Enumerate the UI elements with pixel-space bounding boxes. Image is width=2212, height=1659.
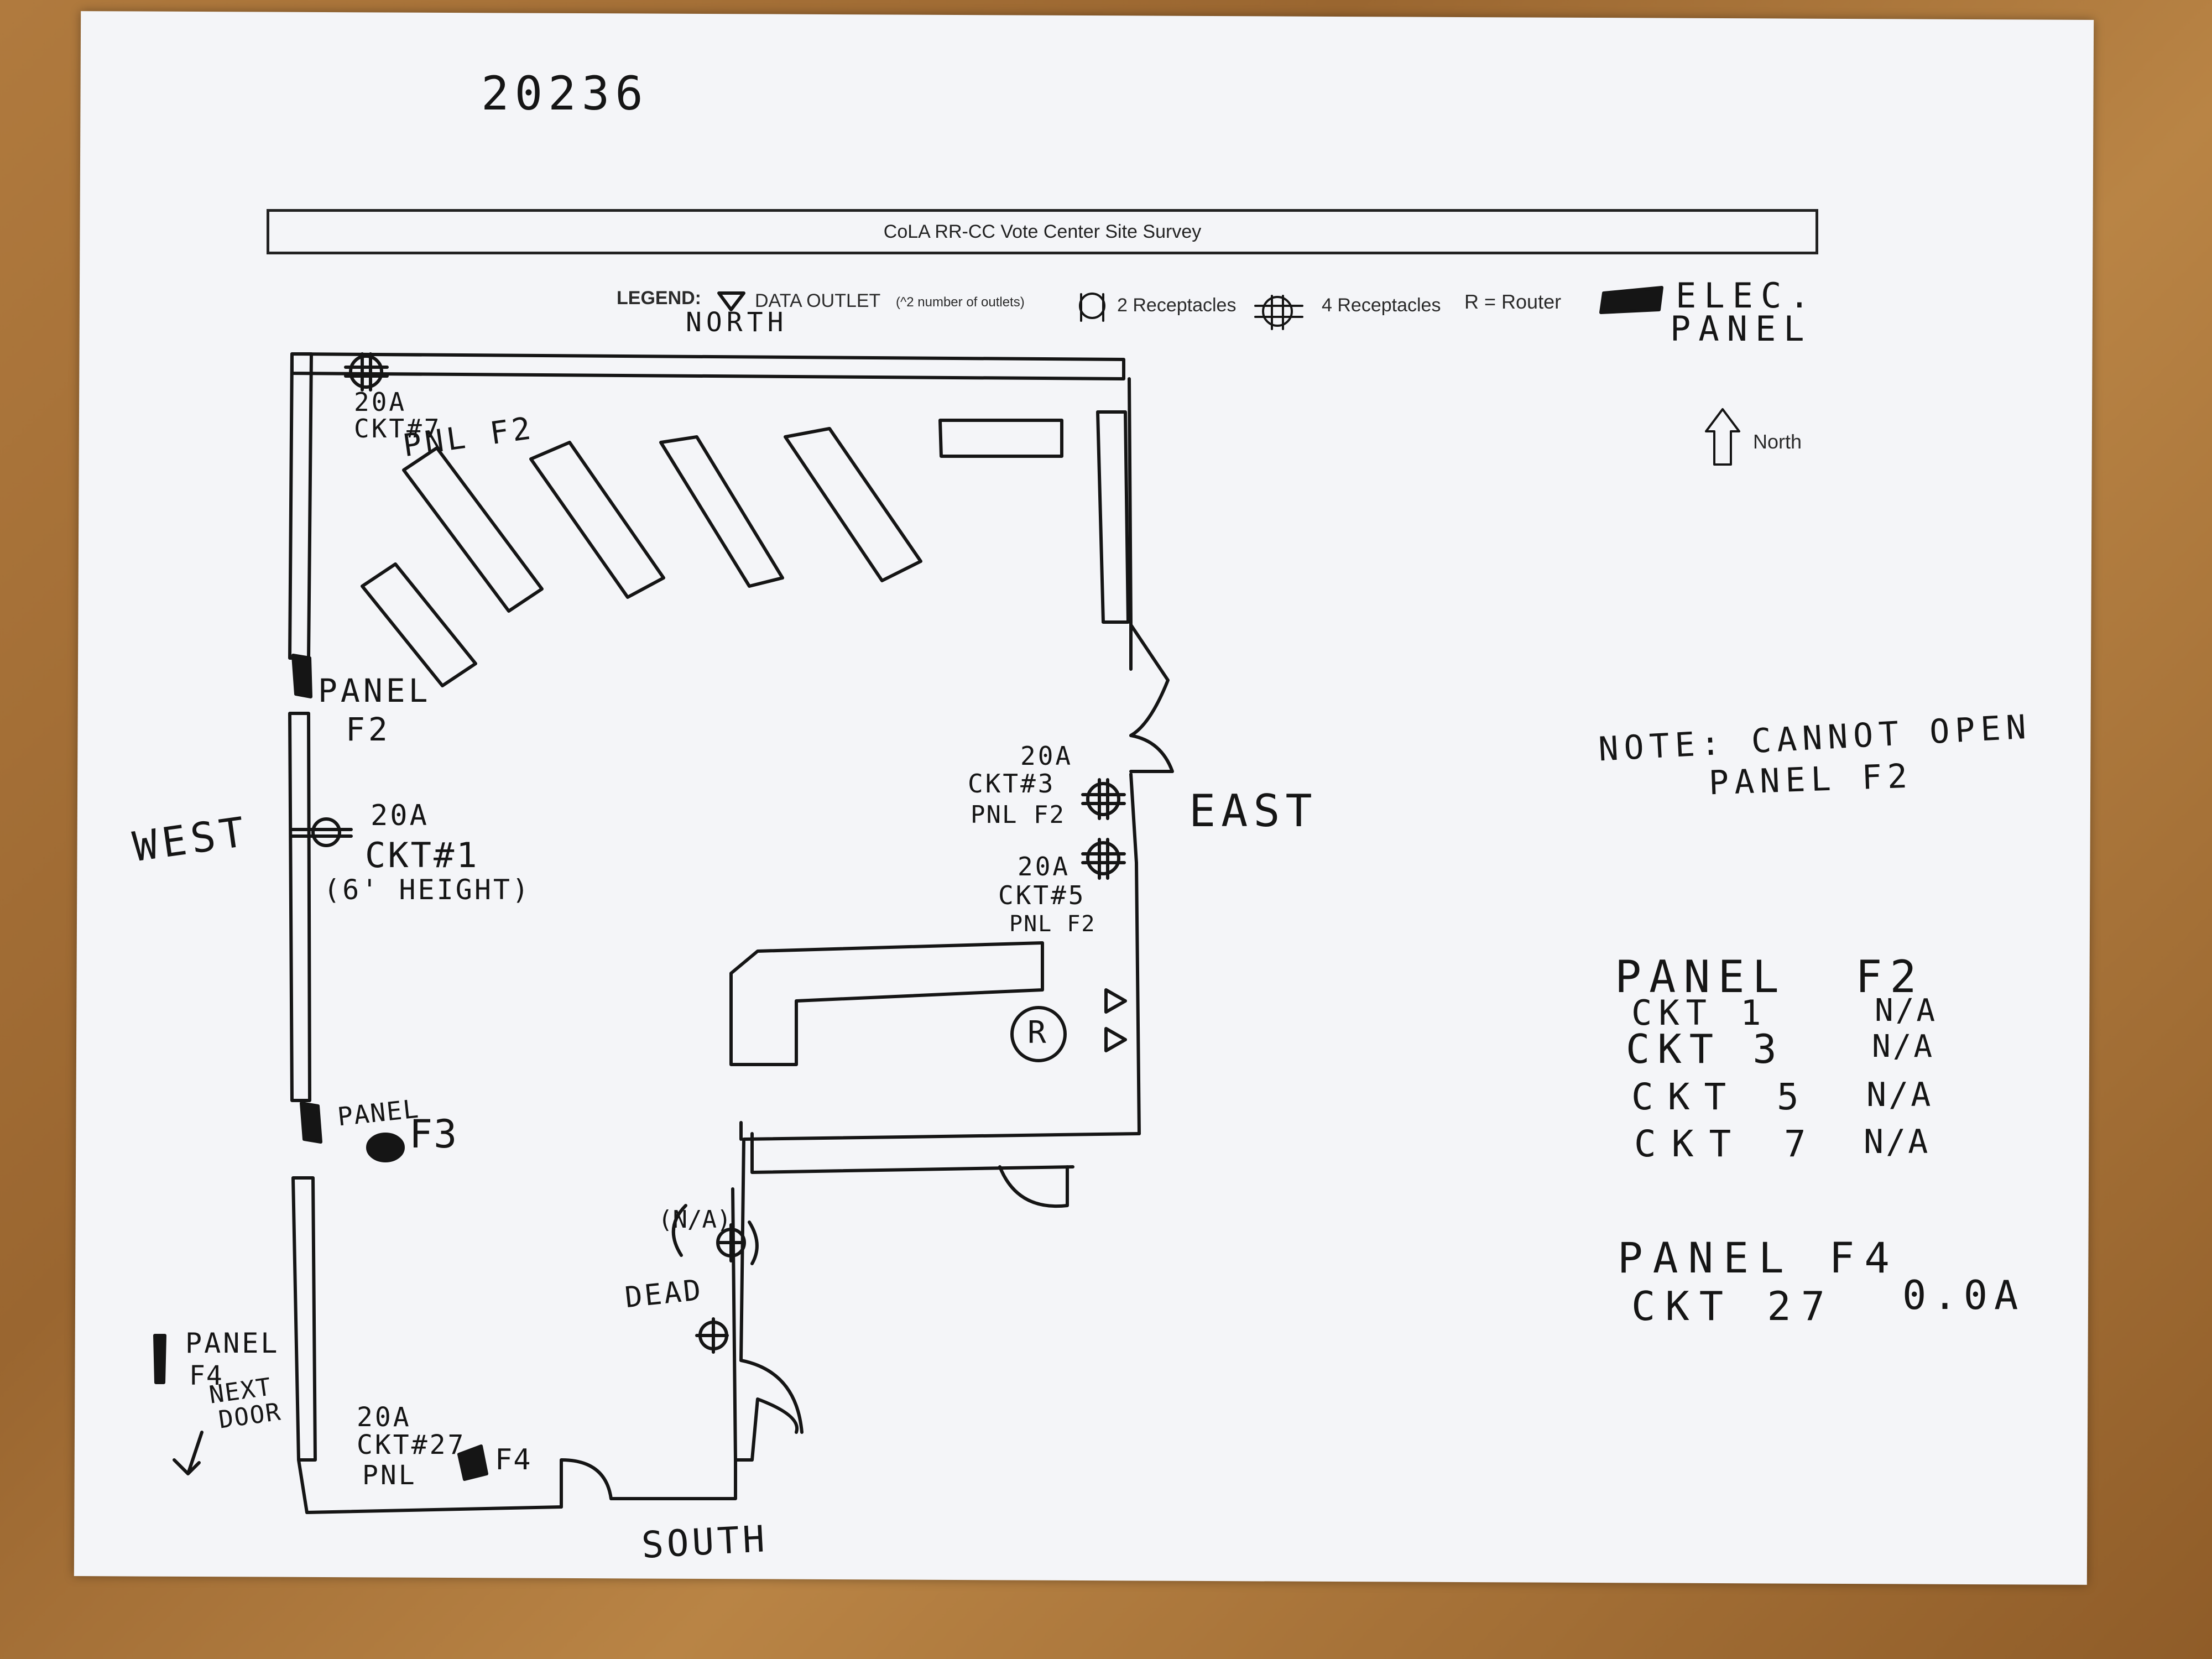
table-row-ckt: CKT 3 [1626,1026,1785,1072]
interior-walls [731,1132,1074,1462]
ckt1-height: (6' HEIGHT) [324,874,531,906]
table-row-val: N/A [1872,1029,1935,1065]
ckt1-amp: 20A [371,799,429,832]
ckt3-amp: 20A [1020,741,1073,771]
table-row-val: 0.0A [1902,1272,2025,1318]
north-hand-label: NORTH [686,307,788,338]
panel-f4-label-2: F4 [189,1360,223,1391]
ckt7-circuit: CKT#7 [354,414,442,444]
ckt3-circuit: CKT#3 [968,769,1056,799]
na-circle-mark [671,1204,759,1265]
legend-label: LEGEND: [617,288,701,309]
table-row-val: N/A [1864,1123,1931,1161]
legend-4-receptacles: 4 Receptacles [1322,295,1441,316]
panel-f2-label-2: F2 [346,711,391,748]
two-receptacle-icon [290,817,746,1354]
ckt5-circuit: CKT#5 [998,880,1086,910]
router-mark: R [1027,1015,1046,1051]
na-mark: (N/A) [658,1206,732,1234]
north-arrow-label: North [1753,430,1802,453]
legend-elec-panel-1: ELEC. [1676,275,1818,316]
ckt5-amp: 20A [1018,852,1071,881]
panel-f2-label-1: PANEL [318,672,431,709]
direction-south: SOUTH [640,1517,769,1567]
legend-elec-panel-2: PANEL [1670,309,1812,349]
ckt7-amp: 20A [354,387,407,417]
room-walls [288,352,1174,1514]
table-row-ckt: CKT 1 [1631,993,1768,1033]
ckt27-amp: 20A [357,1402,411,1433]
router-icon [1010,1006,1067,1062]
legend-2-receptacles: 2 Receptacles [1117,295,1237,316]
ckt27-panel: PNL [362,1460,417,1491]
table-row-ckt: CKT 7 [1634,1123,1822,1165]
note-line-2: PANEL F2 [1708,757,1914,803]
panel-f4-label-1: PANEL [185,1327,280,1359]
direction-east: EAST [1189,785,1318,837]
data-outlet-icon [717,291,1127,1052]
pointer-arrow-icon [173,1431,204,1475]
elec-panel-icon [153,286,1663,1481]
panel-f2-table-heading: PANEL F2 [1615,951,1924,1003]
tables [361,419,1063,687]
four-receptacle-icon [344,352,1126,880]
legend-data-outlet: DATA OUTLET [755,290,881,311]
ckt3-panel: PNL F2 [971,801,1065,829]
north-arrow-icon [1705,408,1740,466]
table-row-ckt: CKT 5 [1631,1076,1813,1118]
title-box: CoLA RR-CC Vote Center Site Survey [267,209,1818,254]
doc-number: 20236 [481,66,649,121]
legend-data-outlet-note: (^2 number of outlets) [896,295,1025,310]
ckt1-circuit: CKT#1 [365,835,479,875]
panel-f3-label-2: F3 [409,1112,458,1157]
ckt5-panel: PNL F2 [1009,911,1096,937]
legend-router: R = Router [1464,290,1562,313]
panel-f4-table-heading: PANEL F4 [1618,1233,1900,1282]
table-row-val: N/A [1866,1076,1933,1114]
legend-symbols [1079,293,1303,330]
ckt27-panel-id: F4 [495,1443,532,1477]
page-title: CoLA RR-CC Vote Center Site Survey [883,221,1202,242]
ckt27-circuit: CKT#27 [357,1430,466,1460]
table-row-ckt: CKT 27 [1631,1283,1835,1329]
service-counter [729,941,1044,1066]
table-row-val: N/A [1875,993,1938,1029]
